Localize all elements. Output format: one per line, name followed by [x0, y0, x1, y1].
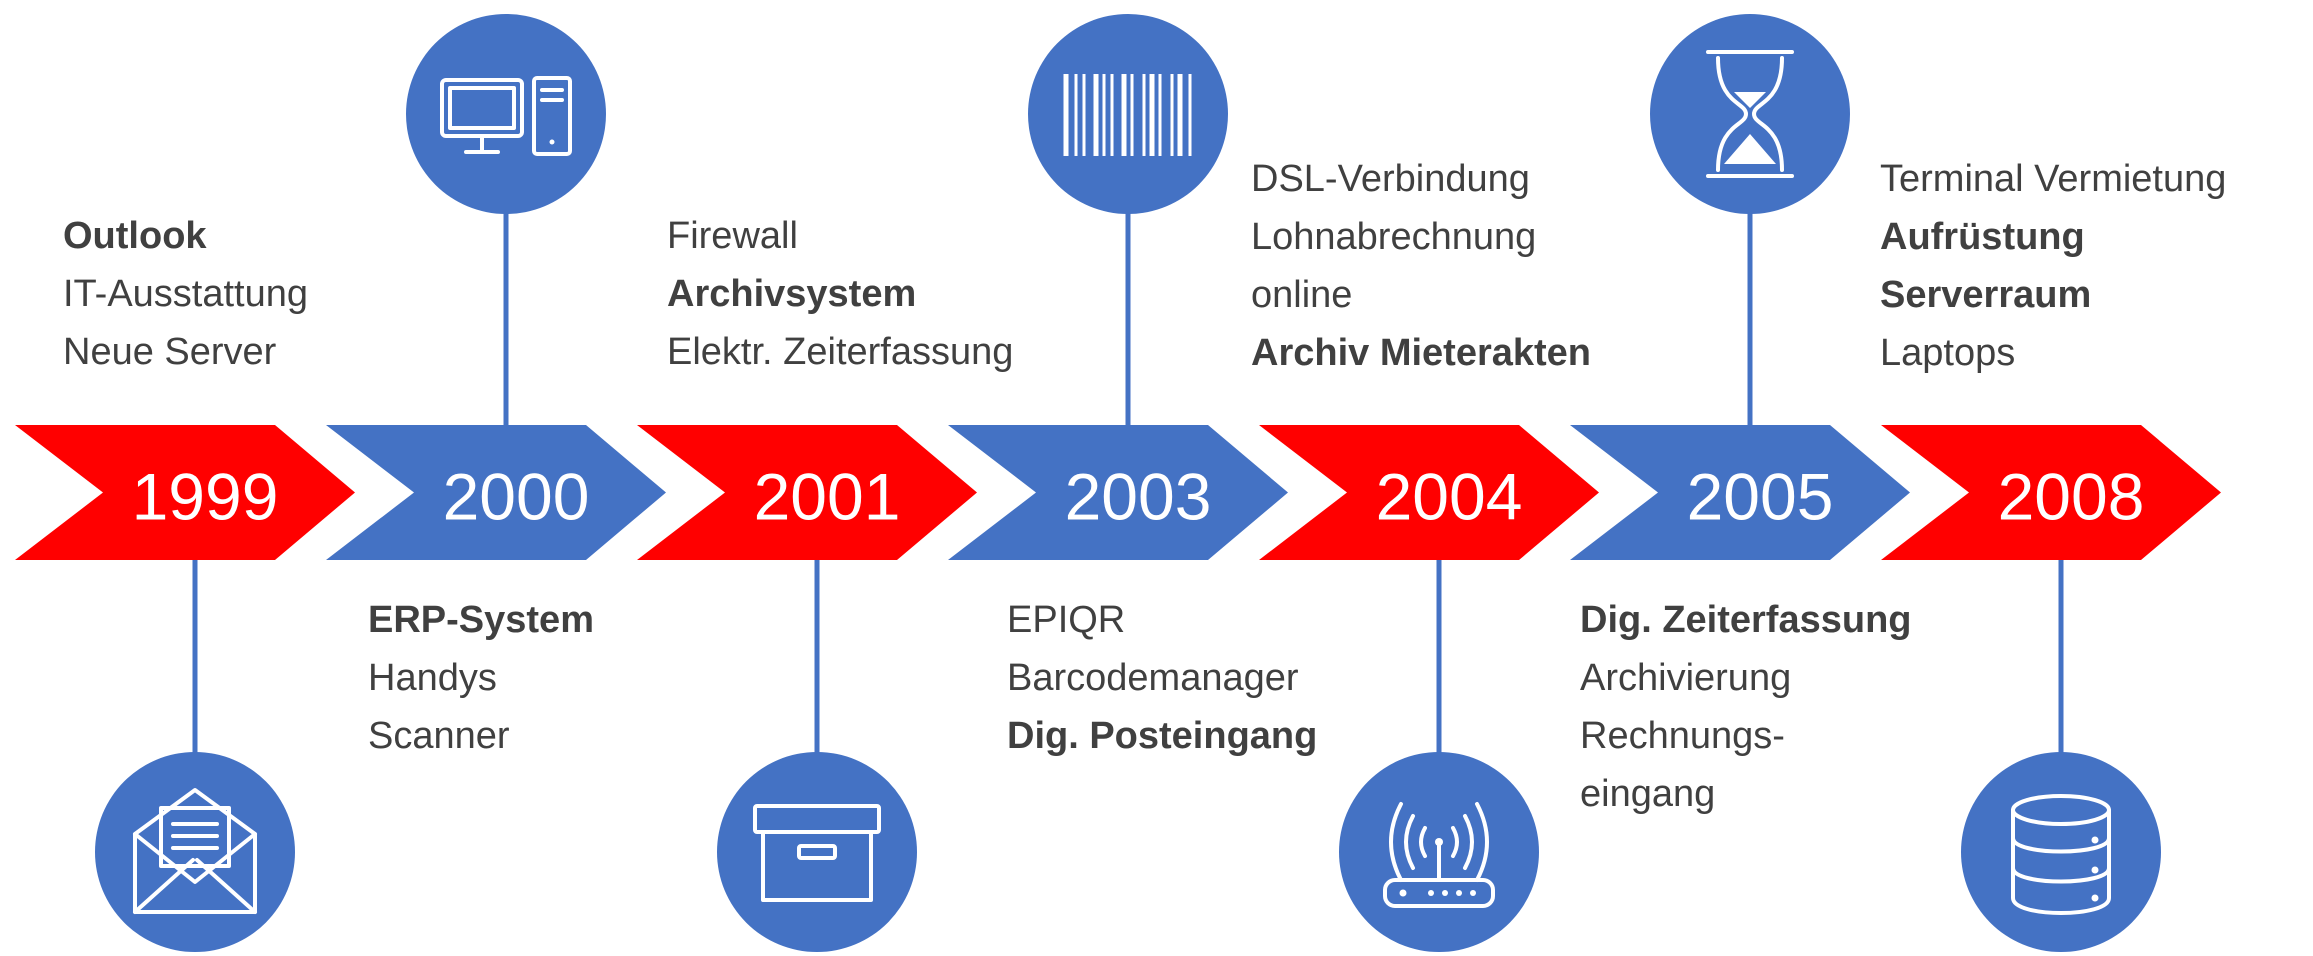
milestone-line: Outlook	[63, 215, 207, 257]
milestone-line: EPIQR	[1007, 599, 1126, 641]
milestone-line: Terminal Vermietung	[1880, 158, 2227, 200]
chevron-2003	[948, 425, 1288, 560]
year-label-2008: 2008	[1998, 460, 2145, 534]
milestone-line: ERP-System	[368, 599, 594, 641]
envelope-icon	[95, 752, 295, 952]
milestone-line: Serverraum	[1880, 274, 2092, 316]
chevron-2004	[1259, 425, 1599, 560]
icon-circle-2001	[717, 752, 917, 952]
milestone-line: Dig. Posteingang	[1007, 715, 1318, 757]
icon-circle-2003	[1028, 14, 1228, 214]
milestone-line: Archivierung	[1580, 657, 1792, 699]
milestone-line: Laptops	[1880, 332, 2016, 374]
milestone-line: Archiv Mieterakten	[1251, 332, 1592, 374]
year-label-2004: 2004	[1376, 460, 1523, 534]
archive-box-icon	[717, 752, 917, 952]
chevron-2005	[1570, 425, 1910, 560]
desktop-computer-icon	[406, 14, 606, 214]
milestone-line: Elektr. Zeiterfassung	[667, 331, 1014, 373]
icon-circle-1999	[95, 752, 295, 952]
year-label-1999: 1999	[132, 460, 279, 534]
milestone-line: Dig. Zeiterfassung	[1580, 599, 1912, 641]
chevron-2000	[326, 425, 666, 560]
year-label-2005: 2005	[1687, 460, 1834, 534]
milestone-line: Aufrüstung	[1880, 216, 2085, 258]
year-label-2000: 2000	[443, 460, 590, 534]
icon-circle-2000	[406, 14, 606, 214]
milestone-line: Scanner	[368, 715, 510, 757]
milestone-line: Barcodemanager	[1007, 657, 1299, 699]
milestone-line: Firewall	[667, 215, 798, 257]
chevron-2001	[637, 425, 977, 560]
milestone-line: eingang	[1580, 773, 1716, 815]
year-label-2003: 2003	[1065, 460, 1212, 534]
milestone-line: Archivsystem	[667, 273, 917, 315]
wifi-router-icon	[1339, 752, 1539, 952]
chevron-1999	[15, 425, 355, 560]
milestone-line: online	[1251, 274, 1353, 316]
icon-circle-2005	[1650, 14, 1850, 214]
chevron-2008	[1881, 425, 2221, 560]
milestone-line: Rechnungs-	[1580, 715, 1785, 757]
year-label-2001: 2001	[754, 460, 901, 534]
hourglass-icon	[1650, 14, 1850, 214]
milestone-line: Lohnabrechnung	[1251, 216, 1537, 258]
milestone-line: DSL-Verbindung	[1251, 158, 1530, 200]
database-server-icon	[1961, 752, 2161, 952]
milestone-line: IT-Ausstattung	[63, 273, 309, 315]
milestone-line: Handys	[368, 657, 497, 699]
barcode-icon	[1028, 14, 1228, 214]
milestone-line: Neue Server	[63, 331, 277, 373]
